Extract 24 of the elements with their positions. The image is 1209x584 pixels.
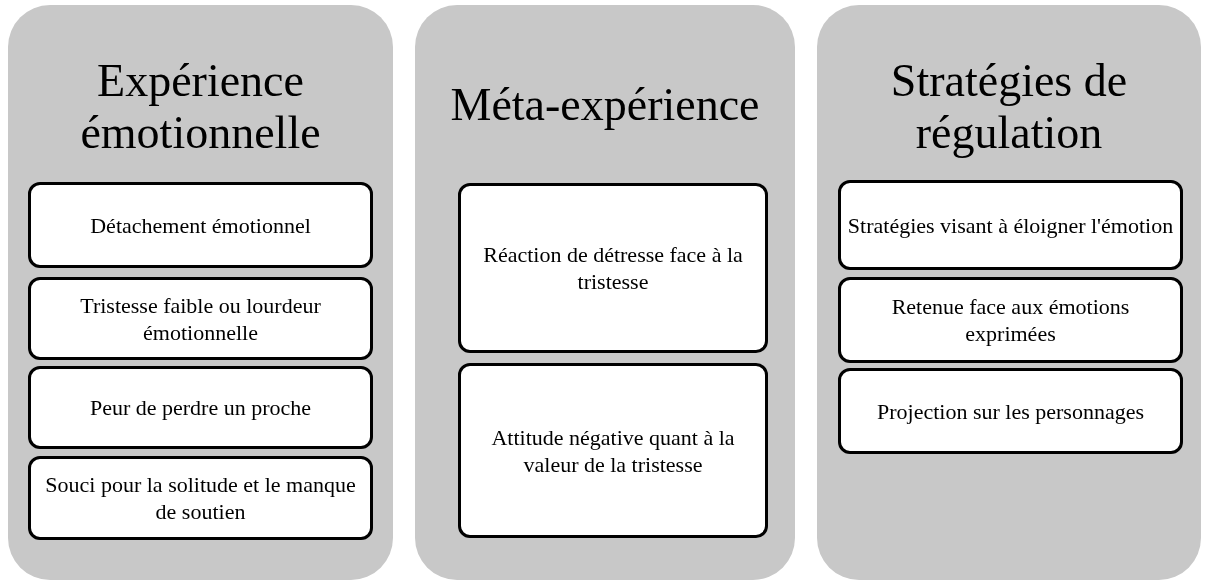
category-text: Détachement émotionnel (90, 211, 311, 239)
category-box (458, 363, 768, 538)
category-box (28, 182, 373, 268)
category-text: Attitude négative quant à la valeur de la tristesse (490, 423, 736, 478)
category-box (458, 183, 768, 353)
category-text: Tristesse faible ou lourdeur émotionnelle (79, 291, 322, 346)
column-title: Stratégies de régulation (889, 55, 1129, 159)
category-box (28, 277, 373, 360)
category-text: Souci pour la solitude et le manque de soutien (44, 471, 357, 525)
column-title: Méta-expérience (449, 79, 761, 131)
category-text: Retenue face aux émotions exprimées (890, 293, 1131, 347)
category-box (28, 456, 373, 540)
column-panel (8, 5, 393, 580)
category-box (838, 277, 1183, 363)
category-box (838, 368, 1183, 454)
column-panel (415, 5, 795, 580)
column-panel (817, 5, 1201, 580)
category-text: Peur de perdre un proche (89, 394, 312, 421)
column-title: Expérience émotionnelle (79, 55, 322, 159)
category-box (28, 366, 373, 449)
category-text: Réaction de détresse face à la tristesse (482, 241, 744, 295)
category-text: Stratégies visant à éloigner l'émotion (847, 211, 1174, 239)
category-text: Projection sur les personnages (877, 397, 1144, 425)
category-box (838, 180, 1183, 270)
